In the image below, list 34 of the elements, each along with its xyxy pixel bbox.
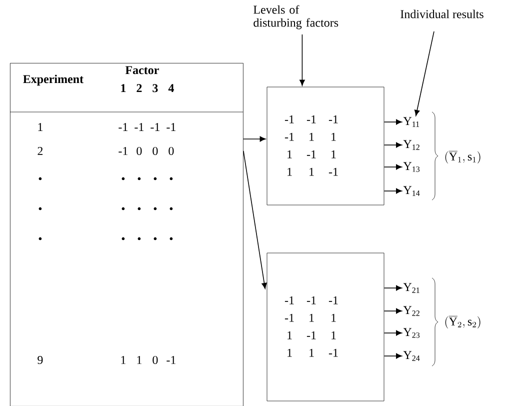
table-header: Factor Experiment 1 2 3 4 xyxy=(23,66,174,92)
summary-formula: $(\overline{\mathrm{Y}}_2,\mathrm{s}_2)$ xyxy=(445,316,480,328)
arrow xyxy=(384,188,402,194)
arrow xyxy=(384,142,402,148)
result-label: Y$_{12}$ xyxy=(403,140,420,150)
result-label: Y$_{22}$ xyxy=(403,306,420,316)
result-label: Y$_{21}$ xyxy=(403,283,420,293)
table-row: • • • • • xyxy=(38,177,173,180)
table-row: • • • • • xyxy=(38,237,173,240)
arrow xyxy=(384,119,402,125)
result-label: Y$_{14}$ xyxy=(403,186,420,196)
arrow xyxy=(384,353,402,359)
arrow xyxy=(414,31,434,116)
table-row: • • • • • xyxy=(38,207,173,210)
arrow xyxy=(384,308,402,314)
arrow xyxy=(300,34,305,86)
arrow xyxy=(384,164,402,170)
summary-formula: $(\overline{\mathrm{Y}}_1,\mathrm{s}_1)$ xyxy=(445,151,480,164)
level-matrix-box: -1 -1 -1 -1 1 1 1 -1 1 1 1 -1 xyxy=(266,252,384,402)
table-frame xyxy=(10,63,244,406)
result-label: Y$_{23}$ xyxy=(403,328,420,338)
table-row: 2 -1 0 0 0 xyxy=(38,146,174,156)
result-label: Y$_{11}$ xyxy=(403,117,420,127)
arrow xyxy=(243,150,267,289)
table-row: 1 -1 -1 -1 -1 xyxy=(38,123,176,131)
result-label: Y$_{24}$ xyxy=(403,351,420,361)
level-matrix-box: -1 -1 -1 -1 1 1 1 -1 1 1 1 -1 xyxy=(266,86,384,206)
annotation-text: Levels of disturbing factors xyxy=(254,5,338,30)
table-row: 9 1 1 0 -1 xyxy=(38,356,176,364)
arrow xyxy=(243,136,266,142)
arrow xyxy=(384,330,402,336)
result-label: Y$_{13}$ xyxy=(403,162,420,172)
arrow xyxy=(384,285,402,291)
annotation-text: Individual results xyxy=(400,10,484,18)
